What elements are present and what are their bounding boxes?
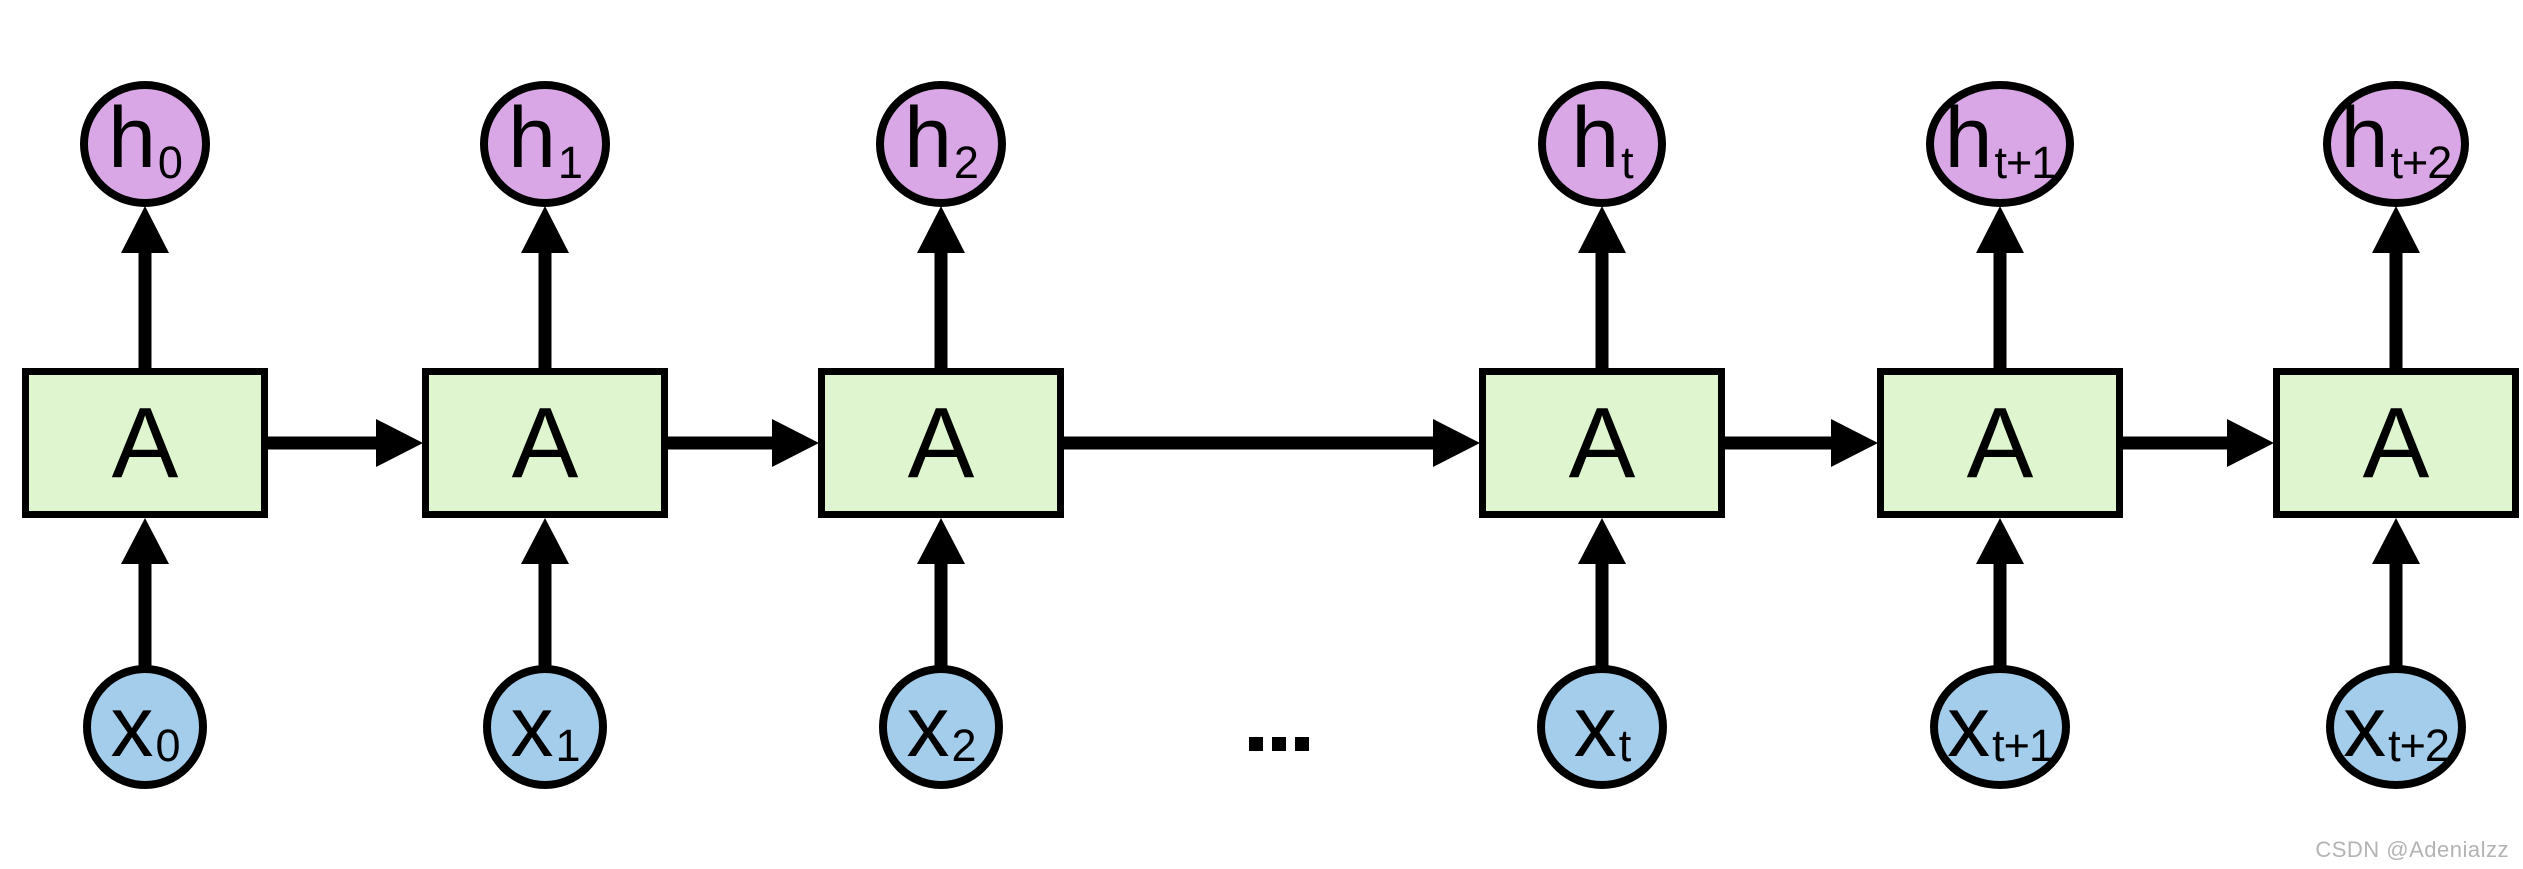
x-subscript: 0	[155, 720, 180, 772]
arrow-x-to-cell-t	[1578, 518, 1626, 669]
rnn-cell-0: A	[22, 368, 268, 518]
arrow-x-to-cell-1-head	[521, 518, 569, 564]
h-label: h	[904, 90, 952, 186]
rnn-cell-t+1: A	[1877, 368, 2123, 518]
arrow-x-to-cell-2-head	[917, 518, 965, 564]
arrow-cell-1-to-next	[665, 419, 819, 467]
arrow-cell-2-to-next-head	[1433, 419, 1480, 467]
arrow-x-to-cell-0-head	[121, 518, 169, 564]
arrow-cell-0-to-next	[265, 419, 423, 467]
arrow-cell-to-h-0-head	[121, 206, 169, 253]
ellipsis	[1249, 737, 1309, 751]
watermark-text: CSDN @Adenialzz	[2315, 837, 2509, 862]
arrow-cell-0-to-next-head	[376, 419, 423, 467]
ellipsis-dot	[1295, 737, 1309, 751]
h-label: h	[1944, 90, 1993, 186]
x-label: x	[1573, 679, 1617, 775]
rnn-cell-t: A	[1479, 368, 1725, 518]
h-subscript: t+2	[2390, 137, 2453, 189]
h-subscript: 2	[953, 137, 979, 189]
arrow-cell-2-to-next	[1061, 419, 1480, 467]
arrow-cell-to-h-t+1-head	[1976, 206, 2024, 253]
x-subscript: t+1	[1992, 720, 2054, 772]
x-label: x	[110, 679, 154, 775]
x-label: x	[2343, 679, 2387, 775]
h-subscript: 0	[157, 137, 183, 189]
arrow-cell-t-to-next-head	[1831, 419, 1878, 467]
arrow-cell-to-h-t+2-head	[2372, 206, 2420, 253]
x-subscript: 1	[555, 720, 580, 772]
arrow-x-to-cell-t+1-head	[1976, 518, 2024, 564]
arrow-x-to-cell-t+1	[1976, 518, 2024, 669]
h-label: h	[108, 90, 156, 186]
x-subscript: 2	[951, 720, 976, 772]
x-label: x	[510, 679, 554, 775]
arrow-cell-to-h-t	[1578, 206, 1626, 368]
arrow-x-to-cell-0	[121, 518, 169, 669]
arrow-x-to-cell-t+2-head	[2372, 518, 2420, 564]
x-subscript: t	[1618, 720, 1631, 772]
arrow-cell-t-to-next	[1722, 419, 1878, 467]
h-label: h	[1571, 90, 1620, 186]
h-label: h	[508, 90, 556, 186]
h-subscript: t+1	[1994, 137, 2057, 189]
ellipsis-dot	[1249, 737, 1263, 751]
arrow-cell-to-h-2-head	[917, 206, 965, 253]
arrow-cell-t+1-to-next-head	[2227, 419, 2274, 467]
arrow-cell-1-to-next-head	[772, 419, 819, 467]
arrow-cell-to-h-t+2	[2372, 206, 2420, 368]
arrow-cell-to-h-t+1	[1976, 206, 2024, 368]
arrow-cell-t+1-to-next	[2120, 419, 2274, 467]
arrow-x-to-cell-1	[521, 518, 569, 669]
h-label: h	[2340, 90, 2389, 186]
arrow-x-to-cell-t+2	[2372, 518, 2420, 669]
arrow-cell-to-h-2	[917, 206, 965, 368]
arrow-cell-to-h-0	[121, 206, 169, 368]
rnn-cell-1: A	[422, 368, 668, 518]
rnn-cell-t+2: A	[2273, 368, 2519, 518]
arrow-x-to-cell-2	[917, 518, 965, 669]
x-label: x	[1947, 679, 1991, 775]
arrow-cell-to-h-1-head	[521, 206, 569, 253]
x-label: x	[906, 679, 950, 775]
x-subscript: t+2	[2388, 720, 2450, 772]
h-subscript: 1	[557, 137, 583, 189]
arrow-cell-to-h-1	[521, 206, 569, 368]
rnn-cell-2: A	[818, 368, 1064, 518]
ellipsis-dot	[1272, 737, 1286, 751]
arrow-cell-to-h-t-head	[1578, 206, 1626, 253]
h-subscript: t	[1621, 137, 1633, 189]
arrow-x-to-cell-t-head	[1578, 518, 1626, 564]
